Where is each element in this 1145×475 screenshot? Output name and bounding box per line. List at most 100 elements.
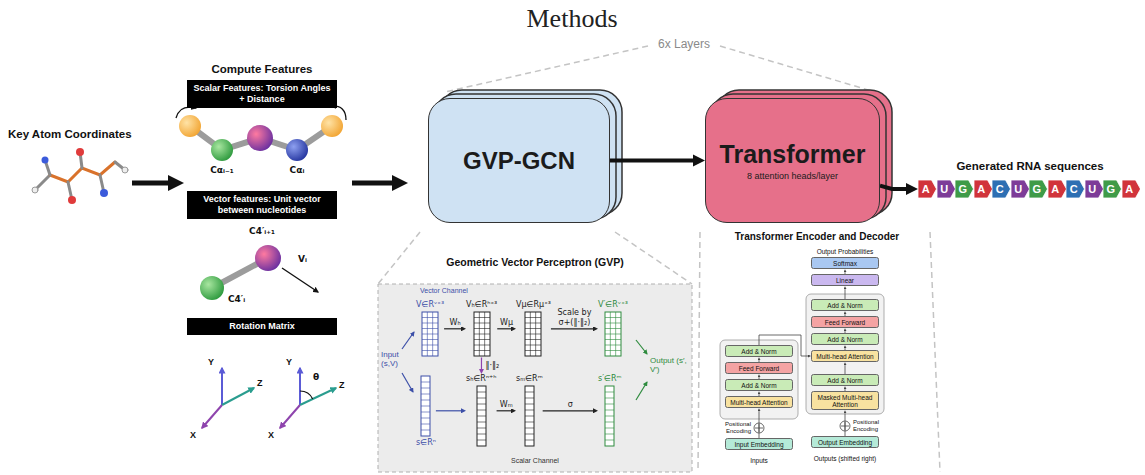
nucleotide-ball	[200, 276, 224, 300]
matrix-grid	[421, 382, 430, 383]
text-label: Compute Features	[212, 63, 313, 76]
matrix-grid	[421, 406, 430, 407]
matrix-grid	[477, 427, 486, 428]
node-text: Linear	[814, 277, 876, 284]
node-text: A	[1051, 183, 1062, 195]
node-text: C	[1070, 183, 1081, 195]
matrix-grid	[422, 312, 438, 356]
text-label: Generated RNA sequences	[956, 160, 1103, 173]
matrix-grid	[525, 427, 534, 428]
matrix-grid	[525, 322, 541, 323]
connector-arrow	[845, 365, 846, 374]
matrix-grid	[477, 403, 486, 404]
matrix-grid	[605, 415, 614, 416]
molecule-illustration	[42, 157, 49, 164]
connector-arrow	[551, 328, 593, 329]
matrix-block: s∈Rⁿ	[416, 374, 436, 448]
matrix-grid	[525, 391, 534, 392]
decoder-frame	[806, 294, 884, 414]
nucleotide-tag: A	[1048, 180, 1067, 198]
transformer-block: Add & Norm	[811, 299, 879, 311]
molecule-illustration	[68, 196, 76, 204]
text-label: Outputs (shifted right)	[814, 455, 877, 462]
matrix-grid	[422, 350, 438, 351]
node-text: Add & Norm	[728, 348, 790, 355]
matrix-grid	[605, 397, 614, 398]
flow-arrow	[132, 181, 170, 186]
matrix-grid	[421, 394, 430, 395]
node-text: sₘ∈Rᵐ	[516, 374, 543, 384]
node-text: U	[1088, 183, 1099, 195]
transformer-block: Masked Multi-head Attention	[811, 391, 879, 410]
node-text: Add & Norm	[814, 377, 876, 384]
flow-arrow	[132, 175, 408, 191]
node-text: Feed Forward	[814, 319, 876, 326]
matrix-grid	[605, 312, 621, 356]
axis-arrow	[300, 391, 313, 399]
matrix-grid	[477, 386, 486, 446]
text-label: Y	[208, 357, 214, 367]
nucleotide-tag: U	[1085, 180, 1104, 198]
text-label: 6x Layers	[658, 38, 710, 52]
matrix-grid	[605, 344, 621, 345]
nucleotide-tag: G	[1029, 180, 1048, 198]
edge-label: Wₘ	[499, 400, 514, 409]
encoder-frame	[720, 340, 798, 419]
matrix-grid	[605, 403, 614, 404]
transformer-block: Multi-head Attention	[811, 350, 879, 362]
matrix-block: Vμ∈Rμˣ³	[516, 300, 551, 358]
decoder-frame	[806, 294, 884, 414]
channel-arrow	[636, 382, 647, 400]
nucleotide-ball	[255, 245, 281, 271]
text-label: Z	[339, 380, 345, 390]
node-text: Scalar Features: Torsion Angles + Distan…	[192, 83, 332, 105]
matrix-block: s′∈Rᵐ	[598, 374, 622, 448]
connector-arrow	[481, 358, 482, 369]
text-label: Cαᵢ₋₁	[210, 165, 233, 175]
guide-line	[720, 46, 875, 92]
connector-arrow	[543, 410, 593, 411]
tag-shape	[1011, 180, 1030, 198]
text-label: Vector Channel	[420, 287, 468, 295]
matrix-grid	[605, 391, 614, 392]
nucleotide-ball	[190, 126, 332, 150]
matrix-grid	[525, 317, 541, 318]
positional-encoding-symbol	[754, 421, 850, 433]
text-label: Key Atom Coordinates	[8, 128, 132, 141]
matrix-block: V∈Rᵛˣ³	[416, 300, 444, 358]
matrix-grid	[421, 412, 430, 413]
node-text: Output Embedding	[814, 439, 876, 446]
matrix-grid	[525, 328, 541, 329]
node-text: Add & Norm	[814, 336, 876, 343]
matrix-grid	[525, 344, 541, 345]
text-label: C4′ᵢ₊₁	[249, 226, 275, 236]
node-text: G	[1106, 183, 1118, 195]
guide-line	[445, 46, 648, 92]
edge-label: σ	[567, 400, 574, 409]
matrix-grid	[473, 311, 491, 357]
axis-arrow	[222, 388, 254, 405]
axis-arrow	[299, 368, 301, 405]
flow-arrow	[352, 181, 394, 186]
nucleotide-tag: G	[955, 180, 974, 198]
matrix-grid	[525, 397, 534, 398]
matrix-grid	[525, 339, 541, 340]
node-text: Feed Forward	[728, 365, 790, 372]
node-text: A	[1125, 183, 1136, 195]
matrix-grid	[474, 344, 490, 345]
nucleotide-tag: A	[918, 180, 937, 198]
transformer-block: Add & Norm	[725, 345, 793, 357]
matrix-grid	[524, 311, 542, 357]
nucleotide-ball	[179, 115, 201, 137]
nucleotide-ball	[247, 125, 273, 151]
edge-label: Wμ	[499, 318, 514, 327]
text-label: X	[268, 430, 274, 440]
node-text: Multi-head Attention	[728, 399, 790, 406]
diagram-title: Methods	[527, 4, 618, 34]
matrix-grid	[605, 322, 621, 323]
edge-label: Wₕ	[448, 318, 461, 327]
matrix-block: V′∈Rᵛˣ³	[598, 300, 628, 358]
molecule-illustration	[32, 148, 128, 204]
node-text: Masked Multi-head Attention	[814, 394, 876, 408]
